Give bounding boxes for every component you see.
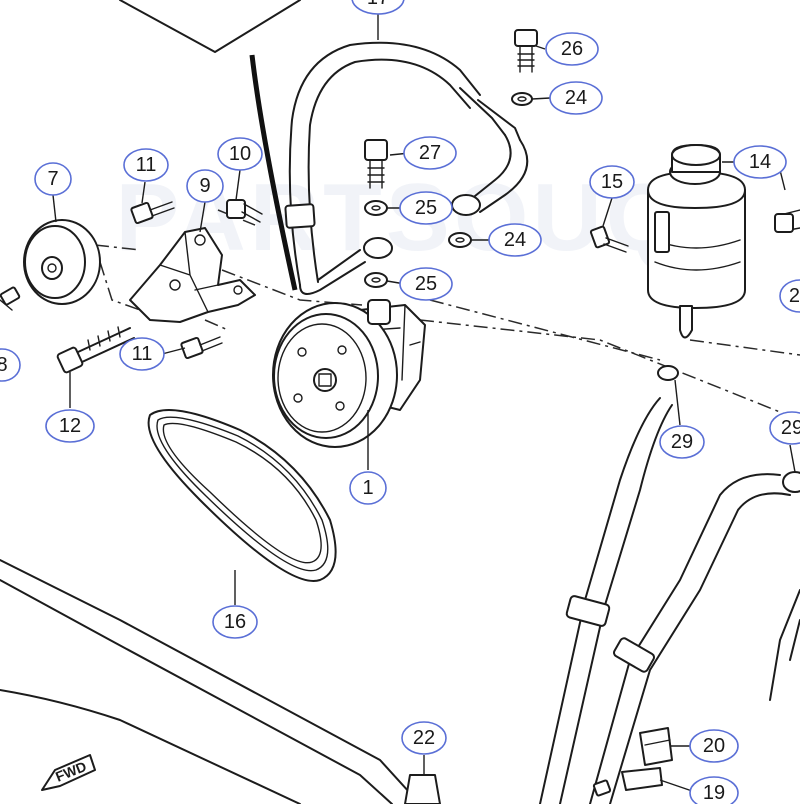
callout-29-left-label: 29 <box>671 431 693 453</box>
clamp-20 <box>639 727 673 766</box>
lower-pipes <box>0 559 421 804</box>
callout-9-label: 9 <box>199 175 210 197</box>
callout-25-upper-label: 25 <box>415 197 437 219</box>
drive-belt <box>147 409 337 582</box>
bolt-12 <box>56 326 135 374</box>
bracket <box>129 227 256 323</box>
bolt-26 <box>514 29 538 73</box>
callout-11-lower[interactable]: 11 <box>119 337 165 371</box>
callout-9[interactable]: 9 <box>186 169 224 203</box>
callout-29-left[interactable]: 29 <box>659 425 705 459</box>
callout-28[interactable]: 28 <box>779 279 800 313</box>
callout-24-lower[interactable]: 24 <box>488 223 542 257</box>
callout-20-label: 20 <box>703 735 725 757</box>
callout-25-lower-label: 25 <box>415 273 437 295</box>
callout-27[interactable]: 27 <box>403 136 457 170</box>
clamp-19 <box>592 767 663 797</box>
bolt-11-upper <box>130 201 175 225</box>
callout-10-label: 10 <box>229 143 251 165</box>
callout-1-label: 1 <box>362 477 373 499</box>
callout-25-lower[interactable]: 25 <box>399 267 453 301</box>
reservoir <box>647 144 800 339</box>
callout-12-label: 12 <box>59 415 81 437</box>
callout-8[interactable]: 8 <box>0 348 21 382</box>
callout-16[interactable]: 16 <box>212 605 258 639</box>
callout-12[interactable]: 12 <box>45 409 95 443</box>
callout-27-label: 27 <box>419 142 441 164</box>
bolt-10 <box>226 199 263 223</box>
callout-19-label: 19 <box>703 782 725 804</box>
clip-22 <box>404 774 441 804</box>
callout-8-label: 8 <box>0 354 8 376</box>
callout-7[interactable]: 7 <box>34 162 72 196</box>
callout-29-right[interactable]: 29 <box>769 411 800 445</box>
bolt-15 <box>589 225 629 253</box>
callout-15-label: 15 <box>601 171 623 193</box>
fwd-arrow: FWD <box>41 754 96 791</box>
callout-10[interactable]: 10 <box>217 137 263 171</box>
callout-26-label: 26 <box>561 38 583 60</box>
leader-lines <box>52 14 796 793</box>
callout-19[interactable]: 19 <box>689 776 739 804</box>
callout-25-upper[interactable]: 25 <box>399 191 453 225</box>
callout-15[interactable]: 15 <box>589 165 635 199</box>
callout-17[interactable]: 17 <box>351 0 405 15</box>
callout-11-upper-label: 11 <box>136 154 157 176</box>
callout-22-label: 22 <box>413 727 435 749</box>
callout-7-label: 7 <box>47 168 58 190</box>
callout-11-lower-label: 11 <box>132 343 153 365</box>
steering-pump <box>272 299 426 448</box>
callout-24-upper-label: 24 <box>565 87 587 109</box>
callout-11-upper[interactable]: 11 <box>123 148 169 182</box>
callout-14-label: 14 <box>749 151 771 173</box>
bolt-11-lower <box>180 336 223 360</box>
callout-24-upper[interactable]: 24 <box>549 81 603 115</box>
callout-1[interactable]: 1 <box>349 471 387 505</box>
bolt-8 <box>0 286 21 311</box>
frame-edge <box>119 0 301 53</box>
callout-24-lower-label: 24 <box>504 229 526 251</box>
callout-17-label: 17 <box>367 0 389 9</box>
callout-29-right-label: 29 <box>781 417 800 439</box>
pressure-hose <box>284 41 529 295</box>
return-hoses <box>539 365 800 804</box>
bolt-27 <box>364 139 388 189</box>
callout-26[interactable]: 26 <box>545 32 599 66</box>
callout-14[interactable]: 14 <box>733 145 787 179</box>
assembly-lines <box>94 209 800 421</box>
washers <box>364 92 533 288</box>
callout-22[interactable]: 22 <box>401 721 447 755</box>
cable <box>249 54 298 291</box>
callout-20[interactable]: 20 <box>689 729 739 763</box>
callout-16-label: 16 <box>224 611 246 633</box>
idler-pulley <box>23 219 101 305</box>
callout-28-label: 28 <box>789 285 800 307</box>
